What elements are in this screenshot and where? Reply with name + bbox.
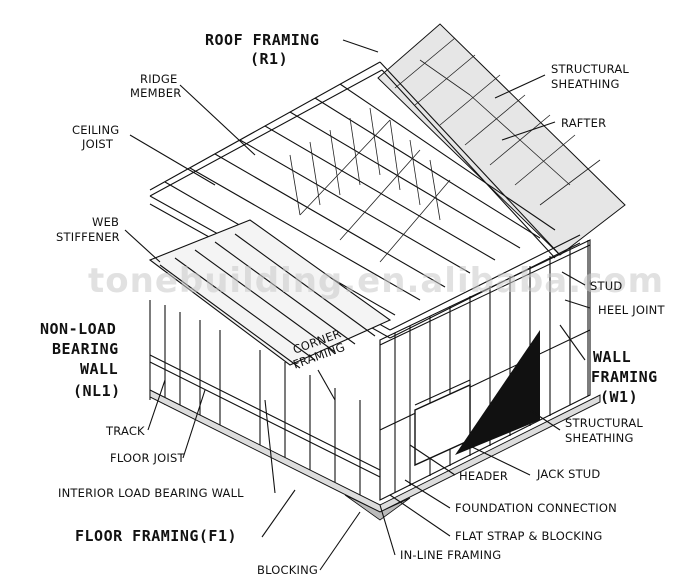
web-stiffener-label-1: WEB bbox=[92, 215, 119, 229]
watermark: tonebuilding.en.alibaba.com bbox=[88, 261, 664, 301]
rafter-label: RAFTER bbox=[561, 116, 606, 130]
floor-platform bbox=[148, 219, 392, 369]
non-load-label-2: BEARING bbox=[52, 340, 119, 358]
wall-framing-label-1: WALL bbox=[593, 348, 631, 366]
floor-framing-label: FLOOR FRAMING(F1) bbox=[75, 527, 237, 545]
wall-framing-label-2: FRAMING bbox=[591, 368, 658, 386]
roof-framing-label: ROOF FRAMING bbox=[205, 31, 319, 49]
leader-lines bbox=[124, 39, 591, 571]
ceiling-joist-label-1: CEILING bbox=[72, 123, 119, 137]
stud-label: STUD bbox=[590, 279, 622, 293]
roof-sheathing bbox=[377, 23, 626, 256]
blocking-label: BLOCKING bbox=[257, 563, 318, 577]
ridge-member-label-1: RIDGE bbox=[140, 72, 177, 86]
foundation-connection-label: FOUNDATION CONNECTION bbox=[455, 501, 617, 515]
structural-sheathing-top-1: STRUCTURAL bbox=[551, 62, 629, 76]
wall-framing-code: (W1) bbox=[600, 388, 638, 406]
structural-sheathing-top-2: SHEATHING bbox=[551, 77, 620, 91]
roof-framing-code: (R1) bbox=[250, 50, 288, 68]
header-label: HEADER bbox=[459, 469, 508, 483]
interior-load-bearing-wall-label: INTERIOR LOAD BEARING WALL bbox=[58, 486, 244, 500]
non-load-label-1: NON-LOAD bbox=[40, 320, 116, 338]
black-sheathing bbox=[455, 330, 540, 455]
non-load-label-3: WALL bbox=[80, 360, 118, 378]
structural-sheathing-bottom-2: SHEATHING bbox=[565, 431, 634, 445]
left-wall-studs bbox=[149, 300, 381, 500]
track-label: TRACK bbox=[105, 424, 145, 438]
heel-joint-label: HEEL JOINT bbox=[598, 303, 665, 317]
structural-sheathing-bottom-1: STRUCTURAL bbox=[565, 416, 643, 430]
floor-joist-label: FLOOR JOIST bbox=[110, 451, 185, 465]
non-load-code: (NL1) bbox=[73, 382, 121, 400]
in-line-framing-label: IN-LINE FRAMING bbox=[400, 548, 501, 562]
jack-stud-label: JACK STUD bbox=[536, 467, 600, 481]
truss-webs bbox=[289, 107, 451, 263]
ceiling-joist-label-2: JOIST bbox=[81, 137, 114, 151]
ridge-member-label-2: MEMBER bbox=[130, 86, 181, 100]
flat-strap-blocking-label: FLAT STRAP & BLOCKING bbox=[455, 529, 602, 543]
web-stiffener-label-2: STIFFENER bbox=[56, 230, 120, 244]
window-opening bbox=[414, 379, 471, 467]
